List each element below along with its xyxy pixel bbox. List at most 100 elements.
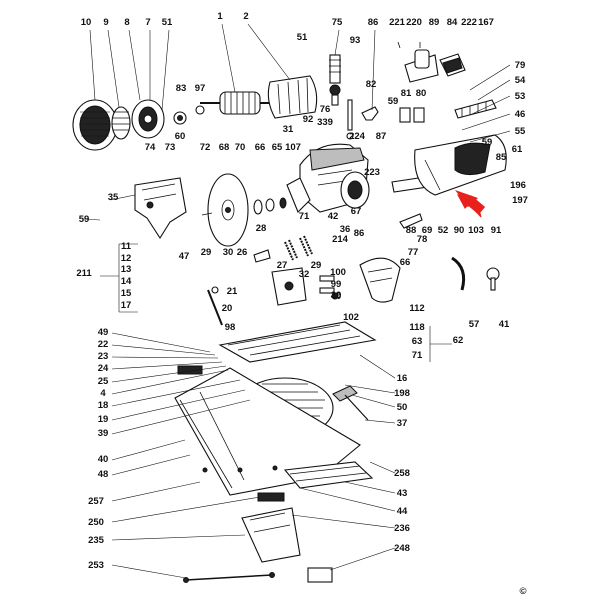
part-label-78: 78 — [417, 234, 428, 245]
part-label-44: 44 — [397, 506, 408, 517]
part-label-27: 27 — [277, 260, 288, 271]
parallel-guide-rod — [183, 572, 275, 583]
part-label-90: 90 — [454, 225, 465, 236]
part-label-89: 89 — [429, 17, 440, 28]
part-label-250: 250 — [88, 517, 104, 528]
part-label-50: 50 — [397, 402, 408, 413]
lower-guard-bracket — [134, 177, 187, 240]
spring-clip — [451, 256, 466, 291]
pivot-arm — [271, 267, 307, 306]
part-label-71: 71 — [412, 350, 423, 361]
part-label-67: 67 — [351, 206, 362, 217]
part-label-39: 39 — [98, 428, 109, 439]
part-label-107: 107 — [285, 142, 301, 153]
part-label-11: 11 — [121, 241, 132, 252]
part-label-4: 4 — [100, 388, 106, 399]
part-label-1: 1 — [217, 11, 223, 22]
part-label-59: 59 — [388, 96, 399, 107]
part-label-63: 63 — [412, 336, 423, 347]
part-label-198: 198 — [394, 388, 410, 399]
gearbox-housing — [340, 171, 370, 209]
motor-armature — [200, 91, 272, 115]
part-label-66: 66 — [400, 257, 411, 268]
part-label-84: 84 — [447, 17, 458, 28]
part-label-8: 8 — [124, 17, 129, 28]
part-label-91: 91 — [491, 225, 502, 236]
part-label-49: 49 — [98, 327, 109, 338]
part-label-22: 22 — [98, 339, 109, 350]
part-label-54: 54 — [515, 75, 526, 86]
dust-chute — [241, 507, 301, 563]
part-label-248: 248 — [394, 543, 410, 554]
part-label-29: 29 — [201, 247, 212, 258]
shaft-pin — [346, 99, 354, 140]
part-label-220: 220 — [406, 17, 422, 28]
part-label-102: 102 — [343, 312, 359, 323]
part-label-65: 65 — [272, 142, 283, 153]
part-label-83: 83 — [176, 83, 187, 94]
part-label-257: 257 — [88, 496, 104, 507]
part-label-12: 12 — [121, 253, 132, 264]
saw-blade — [207, 173, 249, 247]
part-label-103: 103 — [468, 225, 484, 236]
part-label-16: 16 — [397, 373, 408, 384]
part-label-77: 77 — [408, 247, 419, 258]
part-label-82: 82 — [366, 79, 377, 90]
handle-assembly — [414, 134, 507, 196]
part-label-86: 86 — [354, 228, 365, 239]
part-label-59: 59 — [482, 137, 493, 148]
clamp-knob — [486, 267, 500, 291]
part-label-43: 43 — [397, 488, 408, 499]
part-label-36: 36 — [340, 224, 351, 235]
part-label-55: 55 — [515, 126, 526, 137]
part-label-40: 40 — [98, 454, 109, 465]
part-label-236: 236 — [394, 523, 410, 534]
part-label-26: 26 — [237, 247, 248, 258]
part-label-17: 17 — [121, 300, 132, 311]
part-label-75: 75 — [332, 17, 343, 28]
part-label-62: 62 — [453, 335, 464, 346]
part-label-223: 223 — [364, 167, 380, 178]
part-label-81: 81 — [401, 88, 412, 99]
part-label-24: 24 — [98, 363, 109, 374]
part-label-41: 41 — [499, 319, 510, 330]
part-label-79: 79 — [515, 60, 526, 71]
carbon-brush — [399, 107, 425, 123]
part-label-211: 211 — [76, 268, 92, 279]
part-label-28: 28 — [256, 223, 267, 234]
part-label-60: 60 — [175, 131, 186, 142]
part-label-13: 13 — [121, 264, 132, 275]
part-label-23: 23 — [98, 351, 109, 362]
lever-parts — [207, 213, 423, 326]
part-label-87: 87 — [376, 131, 387, 142]
bracket-group-11-17 — [100, 243, 138, 313]
part-label-61: 61 — [512, 144, 523, 155]
front-fence — [283, 461, 374, 489]
part-label-18: 18 — [98, 400, 109, 411]
part-label-167: 167 — [478, 17, 494, 28]
part-label-10: 10 — [81, 17, 92, 28]
handle-grip — [454, 99, 497, 119]
motor-shaft-gear — [329, 54, 341, 106]
part-label-39: 39 — [331, 290, 342, 301]
part-label-99: 99 — [331, 279, 342, 290]
fan-blade — [111, 106, 131, 140]
part-label-70: 70 — [235, 142, 246, 153]
part-label-25: 25 — [98, 376, 109, 387]
part-label-47: 47 — [179, 251, 190, 262]
part-label-30: 30 — [223, 247, 234, 258]
part-label-339: 339 — [317, 117, 333, 128]
part-label-86: 86 — [368, 17, 379, 28]
part-label-2: 2 — [243, 11, 248, 22]
part-label-197: 197 — [512, 195, 528, 206]
switch-housing — [397, 41, 439, 83]
part-label-73: 73 — [165, 142, 176, 153]
part-label-51: 51 — [297, 32, 308, 43]
motor-brush-cover — [72, 99, 118, 151]
tension-springs — [284, 235, 313, 261]
part-label-7: 7 — [145, 17, 150, 28]
part-label-93: 93 — [350, 35, 361, 46]
